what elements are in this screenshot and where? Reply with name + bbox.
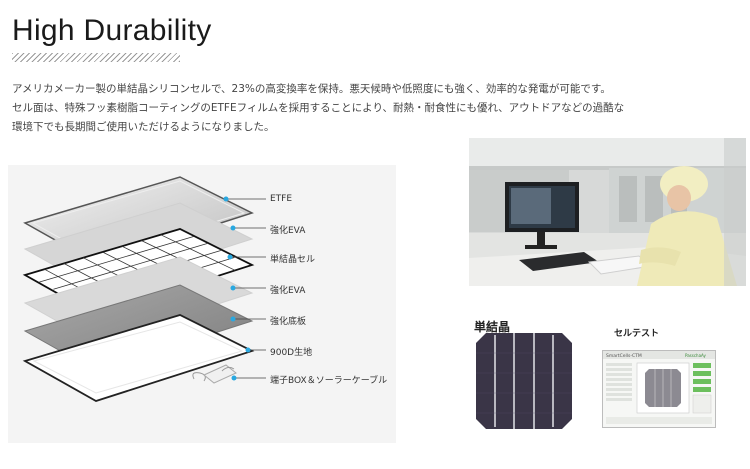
description-line: 環境下でも長期間ご使用いただけるようになりました。 xyxy=(12,121,275,133)
description-line: セル面は、特殊フッ素樹脂コーティングのETFEフィルムを採用することにより、耐熱… xyxy=(12,102,625,114)
layer-label: 端子BOX＆ソーラーケーブル xyxy=(270,376,388,386)
layer-diagram-art xyxy=(22,176,266,402)
description: アメリカメーカー製の単結晶シリコンセルで、23%の高変換率を保持。悪天候時や低照… xyxy=(12,80,712,137)
leader-lines xyxy=(226,198,266,379)
junction-box-shape xyxy=(192,364,237,384)
layer-diagram: ETFE 強化EVA 単結晶セル 強化EVA 強化底板 900D生地 端子BOX… xyxy=(8,165,396,443)
layer-label: 単結晶セル xyxy=(270,255,316,265)
screen-brand: PasschaAy xyxy=(685,353,707,358)
description-line: アメリカメーカー製の単結晶シリコンセルで、23%の高変換率を保持。悪天候時や低照… xyxy=(12,83,611,95)
screen-app-name: SmartCells-CTM xyxy=(606,353,642,359)
cell-title: 単結晶 xyxy=(474,320,511,334)
cell-test-screenshot: SmartCells-CTM PasschaAy xyxy=(602,350,716,428)
factory-photo xyxy=(469,138,746,286)
leader-dots xyxy=(223,196,251,381)
cell-test-title: セルテスト xyxy=(614,329,660,339)
layer-label: 強化EVA xyxy=(270,286,306,296)
layer-label: 900D生地 xyxy=(270,348,313,358)
layer-fabric-shape xyxy=(22,314,255,402)
layer-label: 強化底板 xyxy=(270,317,307,327)
layer-label: 強化EVA xyxy=(270,226,306,236)
title-underline xyxy=(12,53,180,62)
layer-label: ETFE xyxy=(270,194,293,204)
solar-cell-image xyxy=(476,333,572,429)
page-title: High Durability xyxy=(12,14,212,47)
